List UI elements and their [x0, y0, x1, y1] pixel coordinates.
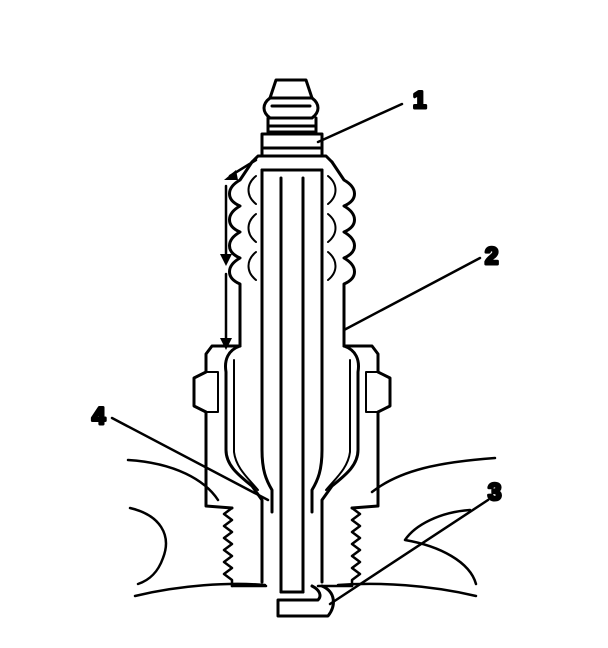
insulator-core-left: [260, 168, 274, 514]
center-electrode: [279, 176, 305, 594]
ground-electrode: [276, 584, 335, 618]
cylinder-head: [126, 456, 497, 598]
arrow-vertical-1-head: [220, 254, 232, 266]
callout-3: 3: [488, 479, 501, 506]
leader-line-3: [328, 498, 490, 606]
insulator-core-right: [310, 168, 324, 514]
combustion-chamber-left: [133, 582, 267, 598]
terminal-nut-bead: [262, 96, 320, 120]
terminal-nut-base: [260, 132, 324, 158]
leader-line-1: [316, 102, 404, 144]
shell-right-outer: [342, 344, 392, 510]
insulator: [228, 154, 356, 514]
shell-left-outer: [192, 344, 242, 510]
thread-right: [350, 506, 362, 588]
metal-shell: [192, 344, 392, 584]
shell-left-hex-edge: [205, 371, 219, 413]
shell-right-inner: [320, 344, 360, 584]
insulator-top: [250, 154, 334, 164]
arrow-vertical-2-head: [220, 338, 232, 350]
insulator-left-ribs: [228, 160, 254, 348]
terminal-nut: [260, 78, 324, 158]
shell-right-hex-edge: [365, 371, 379, 413]
shell-right-seal: [325, 359, 351, 491]
shell-left-inner: [224, 344, 264, 584]
head-right-lower-curve: [403, 508, 478, 586]
thread-left: [222, 506, 234, 588]
insulator-right-inner-ribs: [327, 175, 337, 281]
path-arrows: [220, 158, 258, 350]
leader-line-4: [110, 416, 270, 502]
leader-lines: [110, 102, 490, 606]
terminal-nut-top: [268, 78, 314, 100]
callout-2: 2: [485, 243, 498, 270]
insulator-left-inner-ribs: [247, 175, 257, 281]
callout-1: 1: [413, 87, 426, 114]
callout-4: 4: [92, 403, 106, 430]
head-left-lower-curve: [128, 506, 168, 586]
head-left-upper-curve: [126, 458, 220, 502]
arrow-diagonal-head: [224, 170, 238, 180]
insulator-right-ribs: [330, 160, 356, 348]
threads: [222, 506, 362, 588]
head-right-upper-curve: [370, 456, 497, 494]
leader-line-2: [342, 256, 482, 332]
shell-left-seal: [233, 359, 259, 491]
